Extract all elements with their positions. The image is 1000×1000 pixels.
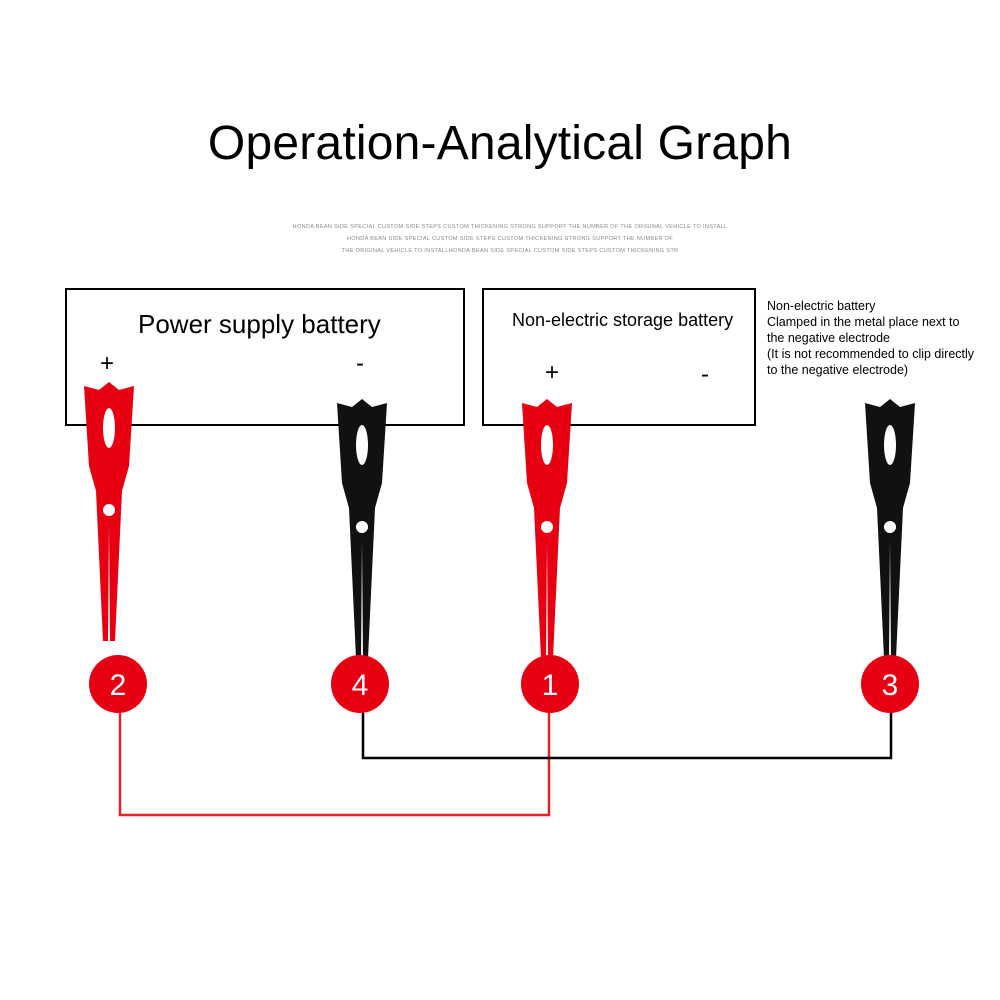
step-badge-label: 1 bbox=[542, 669, 559, 702]
storage-battery-box bbox=[482, 288, 756, 426]
step-badge-label: 3 bbox=[882, 669, 899, 702]
note-line: the negative electrode bbox=[767, 331, 891, 345]
red-clip-icon bbox=[522, 399, 572, 658]
black-clip-icon bbox=[337, 399, 387, 658]
black-clip-icon bbox=[865, 399, 915, 658]
fine-print-line-2: HONDA BEAN SIDE SPECIAL CUSTOM SIDE STEP… bbox=[346, 236, 674, 242]
note-line: Clamped in the metal place next to bbox=[767, 315, 960, 329]
note-line: (It is not recommended to clip directly bbox=[767, 347, 975, 361]
step-badge-label: 2 bbox=[110, 669, 127, 702]
step-badge-1: 1 bbox=[521, 655, 579, 713]
power-battery-positive-terminal: + bbox=[100, 350, 115, 377]
storage-battery-label: Non-electric storage battery bbox=[512, 310, 734, 330]
note-line: to the negative electrode) bbox=[767, 363, 909, 377]
step-badge-4: 4 bbox=[331, 655, 389, 713]
fine-print-line-3: THE ORIGINAL VEHICLE TO INSTALLHONDA BEA… bbox=[341, 248, 679, 254]
red-clip-icon bbox=[84, 382, 134, 641]
red-wire bbox=[118, 710, 551, 817]
storage-battery-negative-terminal: - bbox=[701, 361, 709, 388]
power-battery-negative-terminal: - bbox=[356, 350, 364, 377]
page-title: Operation-Analytical Graph bbox=[207, 117, 793, 170]
power-supply-battery-label: Power supply battery bbox=[138, 309, 381, 339]
black-wire bbox=[361, 710, 893, 760]
step-badge-label: 4 bbox=[352, 669, 369, 702]
fine-print-line-1: HONDA BEAN SIDE SPECIAL CUSTOM SIDE STEP… bbox=[292, 224, 728, 230]
negative-clamp-note: Non-electric battery Clamped in the meta… bbox=[767, 298, 997, 378]
step-badge-2: 2 bbox=[89, 655, 147, 713]
storage-battery-positive-terminal: + bbox=[545, 359, 560, 386]
step-badge-3: 3 bbox=[861, 655, 919, 713]
note-line: Non-electric battery bbox=[767, 299, 876, 313]
